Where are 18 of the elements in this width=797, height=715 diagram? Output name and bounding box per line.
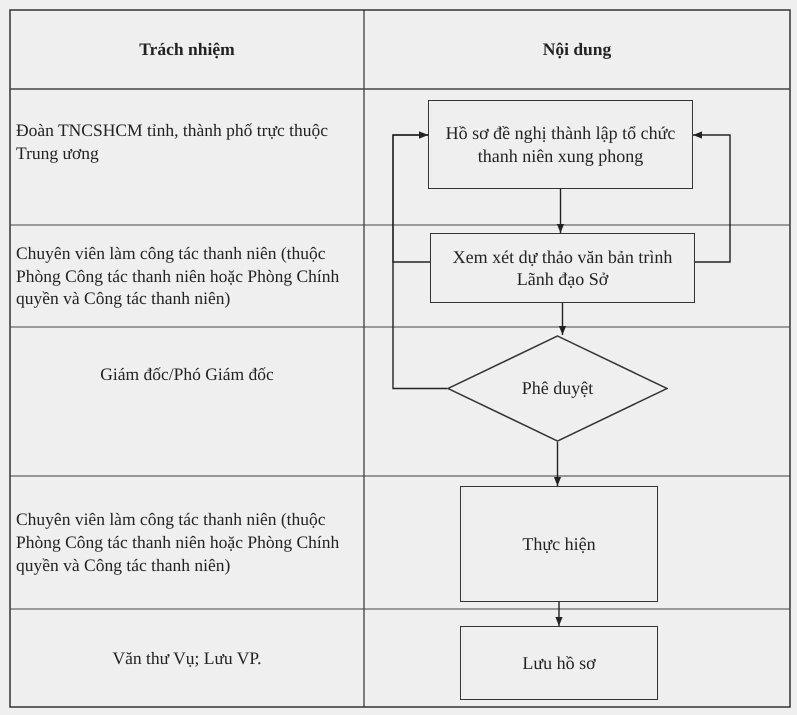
process-box: Thực hiện	[460, 486, 658, 602]
column-header: Trách nhiệm	[138, 38, 236, 62]
table-cell-text: Chuyên viên làm công tác thanh niên (thuộc Phòng Công tác thanh niên hoặc Phòng Chính quyền và Công tác thanh niên)	[15, 508, 340, 577]
arrow	[554, 442, 562, 486]
process-box: Lưu hồ sơ	[460, 626, 658, 700]
table-cell-text: Giám đốc/Phó Giám đốc	[99, 363, 275, 386]
decision-diamond: Phê duyệt	[447, 335, 668, 442]
table-cell-text: Văn thư Vụ; Lưu VP.	[111, 646, 263, 670]
arrow	[555, 602, 563, 626]
arrow	[693, 131, 731, 263]
process-box: Hồ sơ đề nghị thành lập tổ chức thanh niên xung phong	[428, 100, 693, 189]
process-box: Xem xét dự thảo văn bản trình Lãnh đạo Sở	[430, 233, 695, 303]
column-header: Nội dung	[542, 38, 612, 62]
table-cell-text: Chuyên viên làm công tác thanh niên (thuộc Phòng Công tác thanh niên hoặc Phòng Chính quyền và Công tác thanh niên)	[15, 242, 340, 310]
arrow	[392, 131, 447, 390]
arrow	[558, 303, 566, 335]
arrow	[556, 189, 564, 233]
table-cell-text: Đoàn TNCSHCM tỉnh, thành phố trực thuộc Trung ương	[15, 119, 329, 165]
